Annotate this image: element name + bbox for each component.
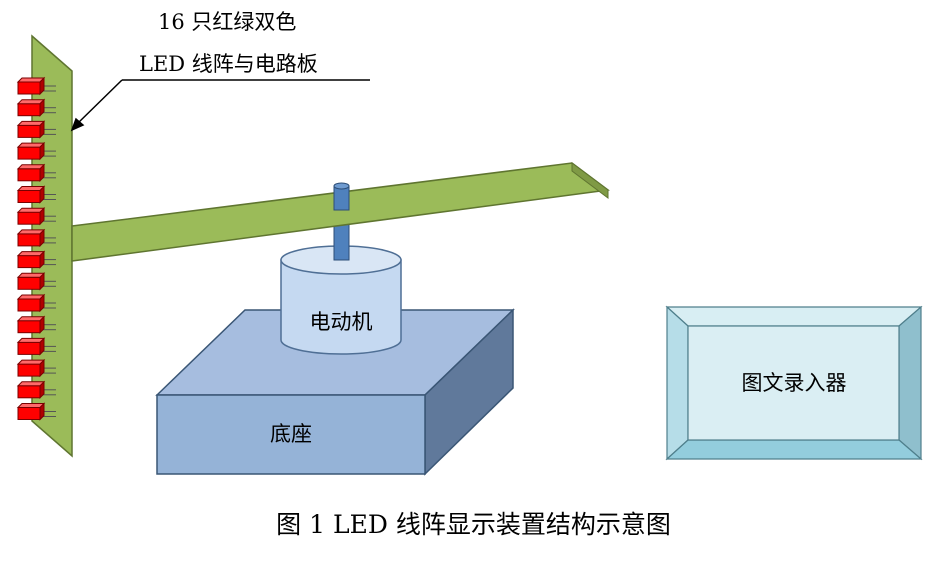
led [16, 206, 56, 226]
figure-caption: 图 1 LED 线阵显示装置结构示意图 [276, 510, 671, 539]
annotation-line-2: LED 线阵与电路板 [139, 52, 318, 76]
annotation-line-1: 16 只红绿双色 [158, 10, 297, 34]
led [16, 141, 56, 161]
horizontal-arm [71, 162, 610, 262]
led [16, 380, 56, 400]
motor-shaft-lower [333, 221, 350, 261]
motor-label: 电动机 [310, 310, 373, 334]
led [16, 163, 56, 183]
led [16, 76, 56, 96]
led [16, 185, 56, 204]
led [16, 272, 56, 291]
led [16, 402, 56, 421]
led-array [16, 76, 56, 421]
led [16, 358, 56, 378]
input-device-label: 图文录入器 [742, 371, 847, 395]
led [16, 228, 56, 248]
motor-cylinder [280, 245, 402, 355]
led [16, 293, 56, 313]
led [16, 250, 56, 269]
annotation-leader [70, 79, 370, 132]
input-device-box [665, 305, 923, 461]
led [16, 98, 56, 117]
led [16, 337, 56, 356]
led [16, 120, 56, 139]
motor-shaft-upper [333, 182, 350, 211]
led [16, 315, 56, 334]
base-label: 底座 [270, 422, 312, 446]
